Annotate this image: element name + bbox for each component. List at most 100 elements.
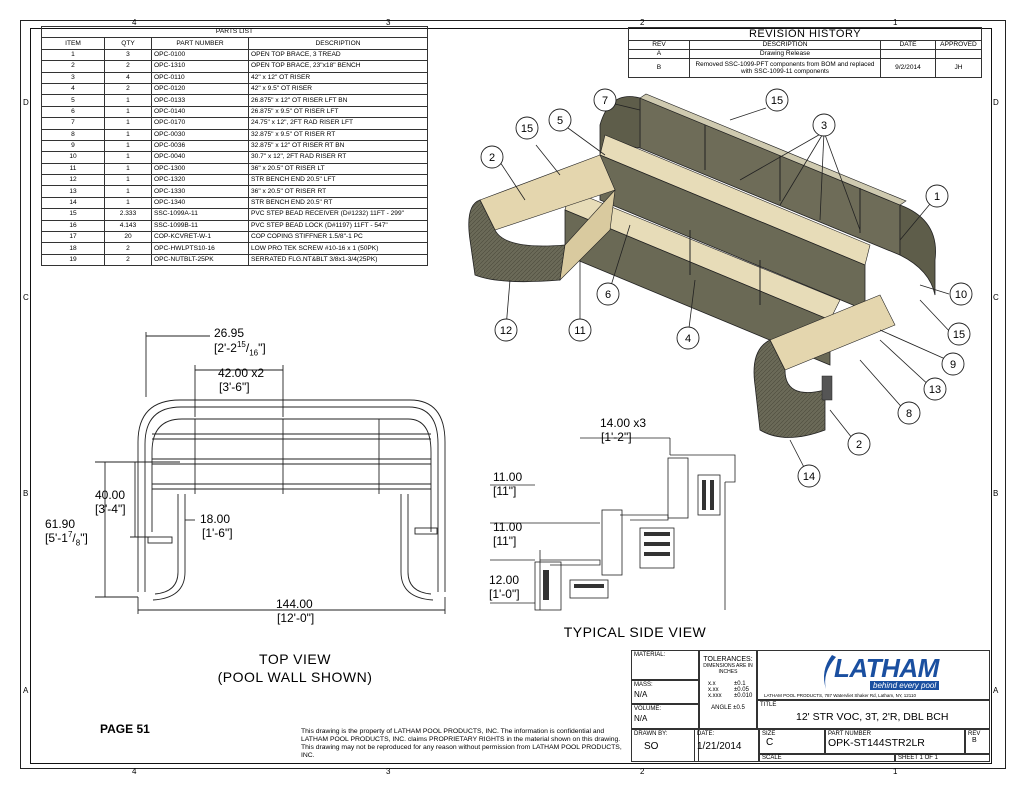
tb-drawn-by-label: DRAWN BY: — [634, 731, 668, 737]
zone-right-a: A — [993, 686, 999, 695]
dim-top-1-imperial-whole: [2'-2 — [214, 341, 237, 355]
balloon-circle — [593, 88, 617, 112]
tolerance-value: ±0.05 — [734, 687, 749, 693]
item-balloon: 8 — [897, 401, 921, 425]
balloon-number: 2 — [489, 152, 495, 164]
parts-cell-part-number: OPC-NUTBLT-25PK — [151, 253, 249, 267]
tb-material-cell: MATERIAL: — [631, 650, 699, 680]
parts-cell-item: 15 — [41, 208, 105, 221]
parts-cell-item: 1 — [41, 48, 105, 62]
revision-history-table: REVISION HISTORY REV DESCRIPTION DATE AP… — [628, 27, 982, 78]
balloon-circle — [568, 318, 592, 342]
dim-side-h2-value: 11.00 — [493, 520, 523, 534]
balloon-number: 9 — [950, 359, 956, 371]
tb-rev-label: REV — [968, 731, 981, 737]
parts-cell-item: 11 — [41, 162, 105, 176]
item-balloon: 2 — [847, 432, 871, 456]
parts-cell-part-number: OPC-0040 — [151, 151, 249, 164]
dim-side-h1-value: 11.00 — [493, 470, 523, 484]
tb-drawn-by-cell: DRAWN BY:SO — [631, 729, 699, 762]
zone-top-4: 4 — [132, 18, 137, 27]
tb-mass-value: N/A — [634, 690, 648, 699]
balloon-number: 5 — [557, 115, 563, 127]
company-address: LATHAM POOL PRODUCTS, 787 Watervliet Sha… — [764, 693, 916, 698]
tb-rev-value: B — [972, 737, 977, 744]
zone-bottom-3: 3 — [386, 767, 391, 776]
parts-cell-description: 26.875" x 12" OT RISER LFT BN — [248, 94, 428, 107]
latham-logo-text: LATHAM — [834, 653, 939, 683]
parts-cell-item: 4 — [41, 82, 105, 96]
balloon-circle — [925, 184, 949, 208]
parts-cell-description: 36" x 20.5" OT RISER LT — [248, 162, 428, 176]
tb-logo-cell: LATHAM behind every pool LATHAM POOL PRO… — [757, 650, 990, 700]
balloon-number: 15 — [521, 123, 533, 135]
top-view-title: TOP VIEW — [259, 651, 331, 667]
tolerance-value: ±0.1 — [734, 681, 746, 687]
balloon-circle — [947, 322, 971, 346]
parts-cell-item: 8 — [41, 128, 105, 141]
tb-part-number-value: OPK-ST144STR2LR — [828, 737, 925, 749]
balloon-number: 15 — [771, 95, 783, 107]
balloon-number: 7 — [602, 95, 608, 107]
tb-mass-cell: MASS:N/A — [631, 680, 699, 704]
item-balloon: 7 — [593, 88, 617, 112]
dim-top-6-value: 144.00 — [276, 597, 313, 611]
zone-top-2: 2 — [640, 18, 645, 27]
balloon-number: 6 — [605, 289, 611, 301]
dim-top-6-imperial: [12'-0"] — [277, 611, 315, 625]
parts-cell-item: 5 — [41, 94, 105, 107]
dim-top-5-imperial: [5'-17/8"] — [45, 530, 88, 548]
parts-header-qty: QTY — [104, 37, 152, 50]
balloon-number: 15 — [953, 329, 965, 341]
parts-cell-description: 42" x 9.5" OT RISER — [248, 82, 428, 96]
parts-cell-qty: 2 — [104, 60, 152, 73]
rev-header-description: DESCRIPTION — [689, 40, 881, 50]
balloon-circle — [676, 326, 700, 350]
item-balloon: 6 — [596, 282, 620, 306]
tb-material-label: MATERIAL: — [634, 652, 666, 658]
rev-row-a-description: Drawing Release — [689, 49, 881, 59]
item-balloon: 3 — [812, 113, 836, 137]
balloon-number: 2 — [856, 439, 862, 451]
balloon-circle — [897, 401, 921, 425]
balloon-circle — [797, 464, 821, 488]
parts-cell-part-number: OPC-0170 — [151, 117, 249, 130]
dim-side-h3-imperial: [1'-0"] — [489, 587, 520, 601]
parts-cell-part-number: OPC-0100 — [151, 48, 249, 62]
balloon-circle — [949, 282, 973, 306]
zone-left-c: C — [23, 293, 29, 302]
parts-cell-part-number: OPC-0140 — [151, 105, 249, 119]
parts-cell-qty: 2.333 — [104, 208, 152, 221]
parts-cell-item: 7 — [41, 117, 105, 130]
parts-cell-item: 16 — [41, 219, 105, 233]
parts-cell-description: 36" x 20.5" OT RISER RT — [248, 185, 428, 198]
dim-top-2-imperial: [3'-6"] — [219, 380, 250, 394]
balloon-circle — [812, 113, 836, 137]
dim-top-4-imperial: [1'-6"] — [202, 526, 233, 540]
rev-row-b-rev: B — [628, 58, 690, 78]
tb-volume-label: VOLUME: — [634, 706, 662, 712]
tb-scale-label: SCALE — [762, 755, 782, 761]
tb-sheet-value: SHEET 1 OF 1 — [898, 755, 938, 761]
balloon-circle — [596, 282, 620, 306]
tb-part-number-label: PART NUMBER — [828, 731, 872, 737]
balloon-number: 3 — [821, 120, 827, 132]
item-balloon: 11 — [568, 318, 592, 342]
dim-top-5-value: 61.90 — [45, 517, 76, 531]
parts-cell-part-number: OPC-0110 — [151, 71, 249, 84]
parts-cell-description: OPEN TOP BRACE, 3 TREAD — [248, 48, 428, 62]
dim-top-5-imperial-whole: [5'-1 — [45, 531, 68, 545]
sheet-outer-border — [20, 20, 1006, 769]
zone-bottom-2: 2 — [640, 767, 645, 776]
